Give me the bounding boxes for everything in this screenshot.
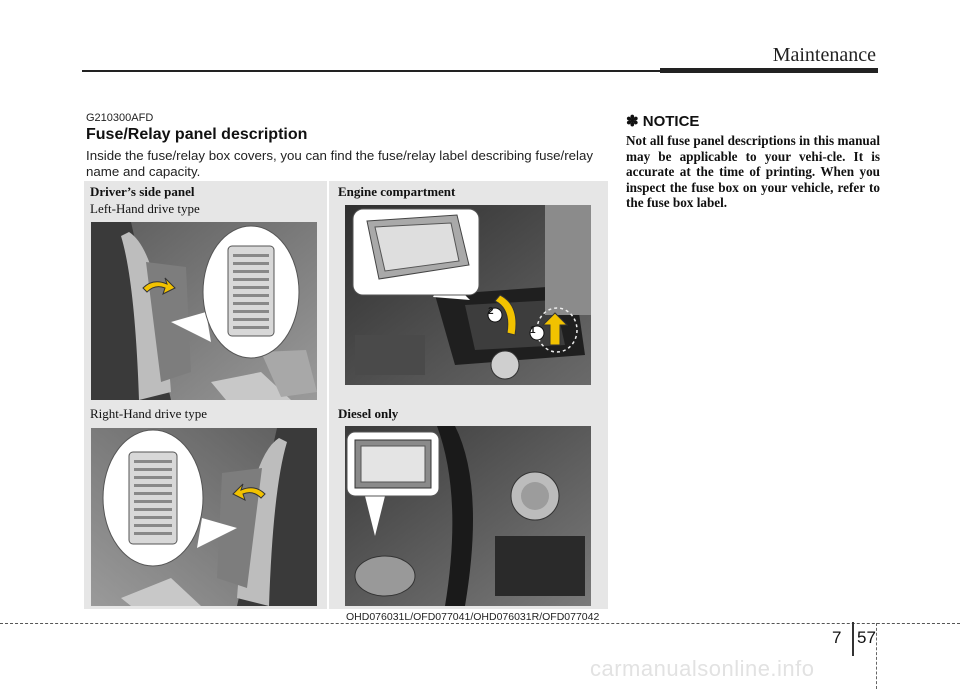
rhd-label: Right-Hand drive type <box>90 406 207 421</box>
header-rule <box>82 70 660 72</box>
section-intro: Inside the fuse/relay box covers, you ca… <box>86 148 594 179</box>
figure-caption: OHD076031L/OFD077041/OHD076031R/OFD07704… <box>346 611 600 623</box>
section-title: Fuse/Relay panel description <box>86 126 308 143</box>
engine-compartment-image: 2 1 <box>345 205 591 385</box>
marker-2: 2 <box>488 306 494 317</box>
watermark: carmanualsonline.info <box>590 656 815 681</box>
page-header-title: Maintenance <box>772 44 876 66</box>
drivers-side-heading: Driver’s side panel <box>90 184 195 199</box>
chapter-number: 7 <box>832 628 842 647</box>
header-rule-thick <box>660 68 878 73</box>
page-number: 57 <box>857 628 876 647</box>
footer-vertical-rule <box>876 623 878 689</box>
lhd-label: Left-Hand drive type <box>90 201 200 216</box>
engine-compartment-heading: Engine compartment <box>338 184 456 199</box>
marker-1: 1 <box>530 325 536 336</box>
footer-dashed-rule <box>0 623 960 624</box>
panel-divider <box>327 181 329 609</box>
notice-title: ✽ NOTICE <box>626 113 700 130</box>
lhd-fuse-panel-image <box>91 222 317 400</box>
diesel-fuse-box-image <box>345 426 591 606</box>
page-number-separator <box>852 622 854 656</box>
rhd-fuse-panel-image <box>91 428 317 606</box>
notice-body: Not all fuse panel descriptions in this … <box>626 133 880 211</box>
section-code: G210300AFD <box>86 112 154 124</box>
diesel-only-label: Diesel only <box>338 406 399 421</box>
